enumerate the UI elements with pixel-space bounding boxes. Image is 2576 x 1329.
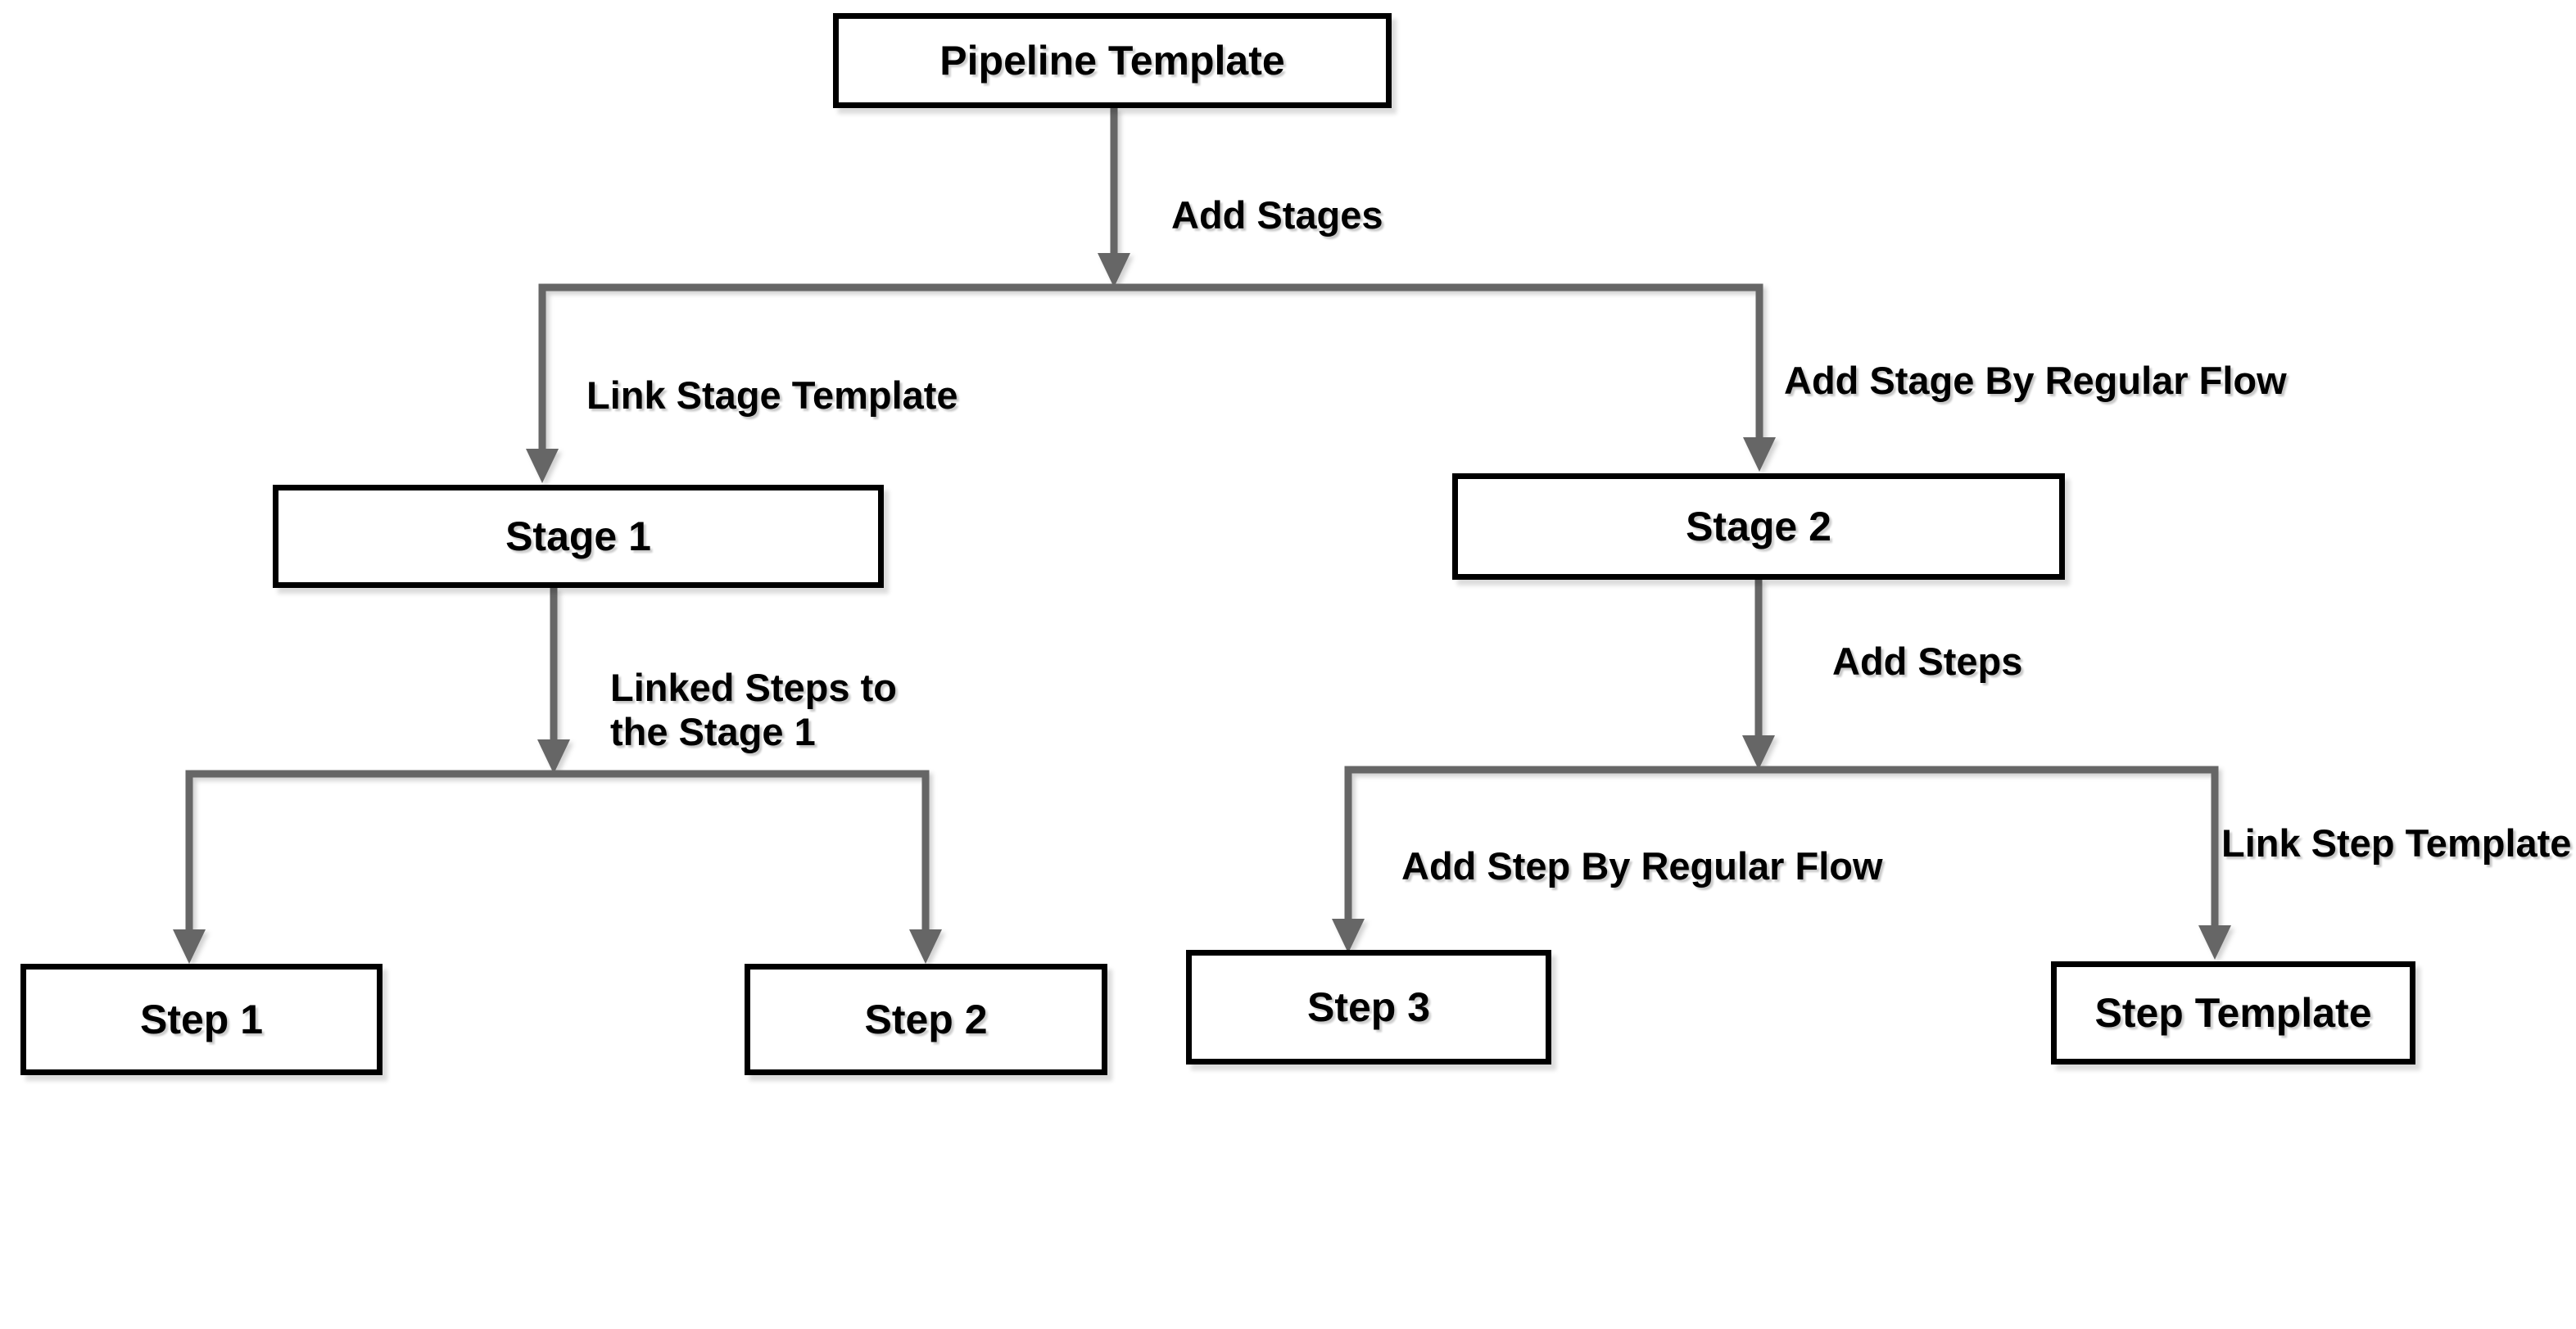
node-step-template: Step Template: [2051, 961, 2415, 1065]
edge-label-add-stages: Add Stages: [1171, 193, 1383, 237]
node-pipeline-template: Pipeline Template: [833, 13, 1392, 108]
arrowhead-icon: [526, 449, 559, 483]
connector-stages-rail: [538, 283, 1763, 449]
edge-label-add-steps: Add Steps: [1832, 640, 2023, 683]
node-step-3: Step 3: [1186, 950, 1551, 1065]
arrowheads: [173, 253, 2231, 964]
arrowhead-icon: [2198, 925, 2231, 960]
edge-label-add-stage-by-regular-flow: Add Stage By Regular Flow: [1784, 359, 2287, 402]
node-stage-2: Stage 2: [1452, 473, 2065, 580]
arrowhead-icon: [909, 929, 942, 964]
edge-label-add-step-by-regular-flow: Add Step By Regular Flow: [1401, 844, 1883, 888]
edge-label-link-stage-template: Link Stage Template: [586, 373, 958, 417]
connector-steps-left-rail: [185, 770, 930, 929]
connector-lines: [185, 108, 2219, 929]
arrowhead-icon: [1332, 919, 1365, 953]
arrowhead-icon: [1098, 253, 1130, 287]
node-stage-1: Stage 1: [273, 485, 884, 588]
arrowhead-icon: [1743, 437, 1776, 472]
connector-steps-right-rail: [1344, 766, 2219, 925]
arrowhead-icon: [1742, 735, 1775, 770]
arrowhead-icon: [537, 739, 570, 774]
node-step-1: Step 1: [20, 964, 383, 1075]
edge-label-linked-steps-to-stage-1: Linked Steps to the Stage 1: [610, 666, 897, 753]
edge-label-link-step-template: Link Step Template: [2221, 821, 2572, 865]
node-step-2: Step 2: [745, 964, 1107, 1075]
arrowhead-icon: [173, 929, 206, 964]
